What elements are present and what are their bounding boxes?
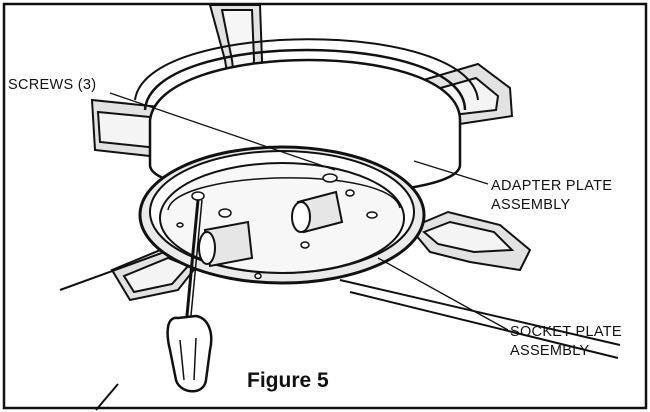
light-sockets: [198, 190, 344, 268]
socket-right: [291, 201, 311, 233]
socket-plate-label-line1: SOCKET PLATE: [510, 324, 622, 340]
screw-3: [366, 211, 378, 219]
figure-caption: Figure 5: [247, 369, 329, 392]
socket-left: [198, 231, 216, 265]
screws-label: SCREWS (3): [8, 77, 97, 93]
screw-2: [191, 191, 205, 201]
screw-1: [322, 173, 338, 183]
screwdriver-handle: [166, 314, 213, 393]
leader-adapter: [413, 160, 489, 185]
plate-screws: [176, 173, 378, 280]
adapter-plate-label-line2: ASSEMBLY: [491, 197, 571, 213]
socket-plate-label-line2: ASSEMBLY: [510, 343, 590, 359]
screwdriver: [166, 199, 213, 393]
leader-lines: [109, 92, 509, 331]
leader-screws: [109, 92, 336, 171]
adapter-plate-label-line1: ADAPTER PLATE: [491, 178, 613, 194]
leader-socket: [377, 257, 509, 331]
